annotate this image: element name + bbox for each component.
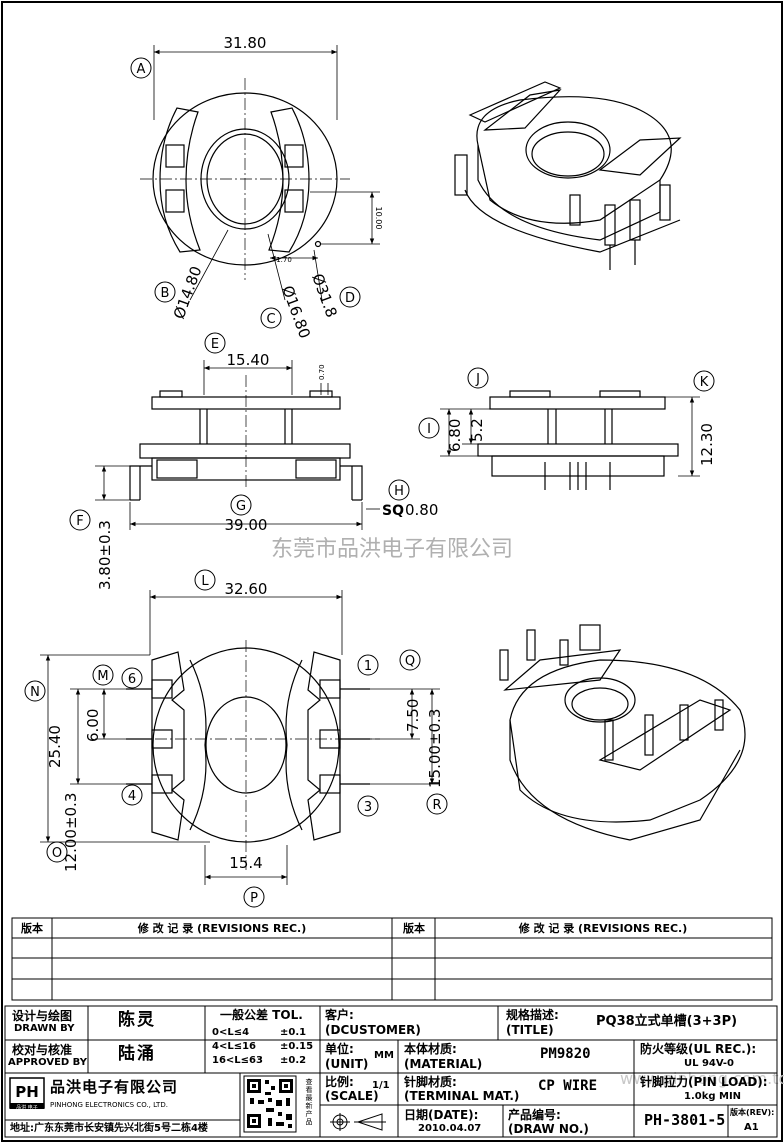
svg-text:1: 1 — [364, 659, 372, 674]
dim-I-value: 6.80 — [446, 419, 464, 452]
dim-w1-value: 1.70 — [276, 256, 292, 264]
rev-record-label-right: 修 改 记 录 (REVISIONS REC.) — [518, 921, 688, 935]
svg-text:O: O — [52, 846, 62, 861]
callout-R: R — [426, 793, 448, 815]
svg-text:F: F — [76, 514, 83, 529]
svg-text:L: L — [201, 574, 209, 589]
dim-Q-value: 7.50 — [404, 699, 422, 732]
svg-text:E: E — [211, 337, 219, 352]
dim-E-value: 15.40 — [227, 351, 270, 369]
callout-I: I — [418, 417, 440, 439]
front-view-dims — [95, 360, 380, 530]
top-view-dims — [153, 45, 380, 301]
svg-text:D: D — [345, 291, 355, 306]
rev-record-label-left: 修 改 记 录 (REVISIONS REC.) — [137, 921, 307, 935]
pin-number-3: 3 — [357, 795, 379, 817]
svg-text:Q: Q — [405, 654, 415, 669]
front-view — [129, 375, 363, 501]
svg-text:A: A — [137, 62, 146, 77]
iso-view-bottom — [499, 624, 746, 841]
svg-text:H: H — [394, 484, 404, 499]
side-view — [477, 390, 679, 490]
callout-C: C — [260, 307, 282, 329]
dim-O-value: 12.00±0.3 — [62, 793, 80, 872]
dim-D-value: Ø31.8 — [308, 271, 340, 320]
callout-F: F — [69, 509, 91, 531]
callout-Q: Q — [399, 649, 421, 671]
dim-R-value: 15.00±0.3 — [426, 709, 444, 788]
dim-L-value: 32.60 — [225, 580, 268, 598]
watermark-url: www.pinhong.com.td — [620, 1069, 784, 1088]
callout-M: M — [92, 664, 114, 686]
qr-caption: 查看最新产品 — [305, 1077, 313, 1126]
dim-G-value: 39.00 — [225, 516, 268, 534]
callout-J: J — [467, 367, 489, 389]
rev-version-label-right: 版本 — [403, 921, 425, 935]
svg-text:R: R — [432, 798, 441, 813]
side-view-dims — [440, 396, 700, 477]
pin-number-1: 1 — [357, 654, 379, 676]
svg-text:4: 4 — [128, 789, 136, 804]
pin-number-6: 6 — [121, 667, 143, 689]
dim-M-value: 6.00 — [84, 709, 102, 742]
svg-text:3: 3 — [364, 800, 372, 815]
bottom-view — [126, 640, 380, 870]
callout-H: H — [388, 479, 410, 501]
logo-sub: 品洪 电子 — [16, 1104, 38, 1111]
svg-text:J: J — [475, 372, 480, 387]
callout-A: A — [130, 57, 152, 79]
dim-A-value: 31.80 — [224, 34, 267, 52]
callout-D: D — [339, 286, 361, 308]
iso-view-top — [454, 81, 682, 270]
dim-K-value: 12.30 — [698, 423, 716, 466]
qr-code — [243, 1075, 297, 1133]
dim-C-value: Ø16.80 — [278, 283, 314, 341]
callout-O: O — [46, 841, 68, 863]
watermark-cn: 东莞市品洪电子有限公司 — [271, 537, 513, 562]
callout-N: N — [24, 680, 46, 702]
svg-text:B: B — [161, 286, 170, 301]
dim-P-value: 15.4 — [229, 854, 262, 872]
dim-J-value: 5.2 — [468, 418, 486, 442]
dim-N-value: 25.40 — [46, 725, 64, 768]
svg-text:6: 6 — [128, 672, 136, 687]
dim-pin-thk-value: 0.70 — [318, 364, 326, 380]
svg-text:C: C — [266, 312, 275, 327]
svg-text:G: G — [236, 499, 246, 514]
svg-text:K: K — [700, 375, 709, 390]
dim-F-value: 3.80±0.3 — [96, 520, 114, 590]
dim-H-prefix: SQ — [382, 503, 404, 519]
top-view — [140, 78, 350, 280]
svg-text:M: M — [97, 669, 108, 684]
rev-version-label-left: 版本 — [21, 921, 43, 935]
bottom-view-dims — [40, 590, 440, 885]
title-block-grid — [4, 1005, 778, 1138]
company-logo: PH 品洪 电子 — [9, 1077, 45, 1111]
svg-text:I: I — [427, 422, 431, 437]
callout-L: L — [194, 569, 216, 591]
callout-K: K — [693, 370, 715, 392]
callout-P: P — [243, 886, 265, 908]
logo-text: PH — [15, 1083, 39, 1101]
revisions-table — [11, 917, 773, 1001]
pin-number-4: 4 — [121, 784, 143, 806]
dim-h1-value: 10.00 — [374, 207, 383, 230]
projection-symbol-icon — [330, 1113, 386, 1131]
callout-B: B — [154, 281, 176, 303]
svg-text:N: N — [30, 685, 40, 700]
callout-E: E — [204, 332, 226, 354]
dim-H-value: 0.80 — [405, 501, 438, 519]
callout-G: G — [230, 494, 252, 516]
svg-text:P: P — [250, 891, 258, 906]
